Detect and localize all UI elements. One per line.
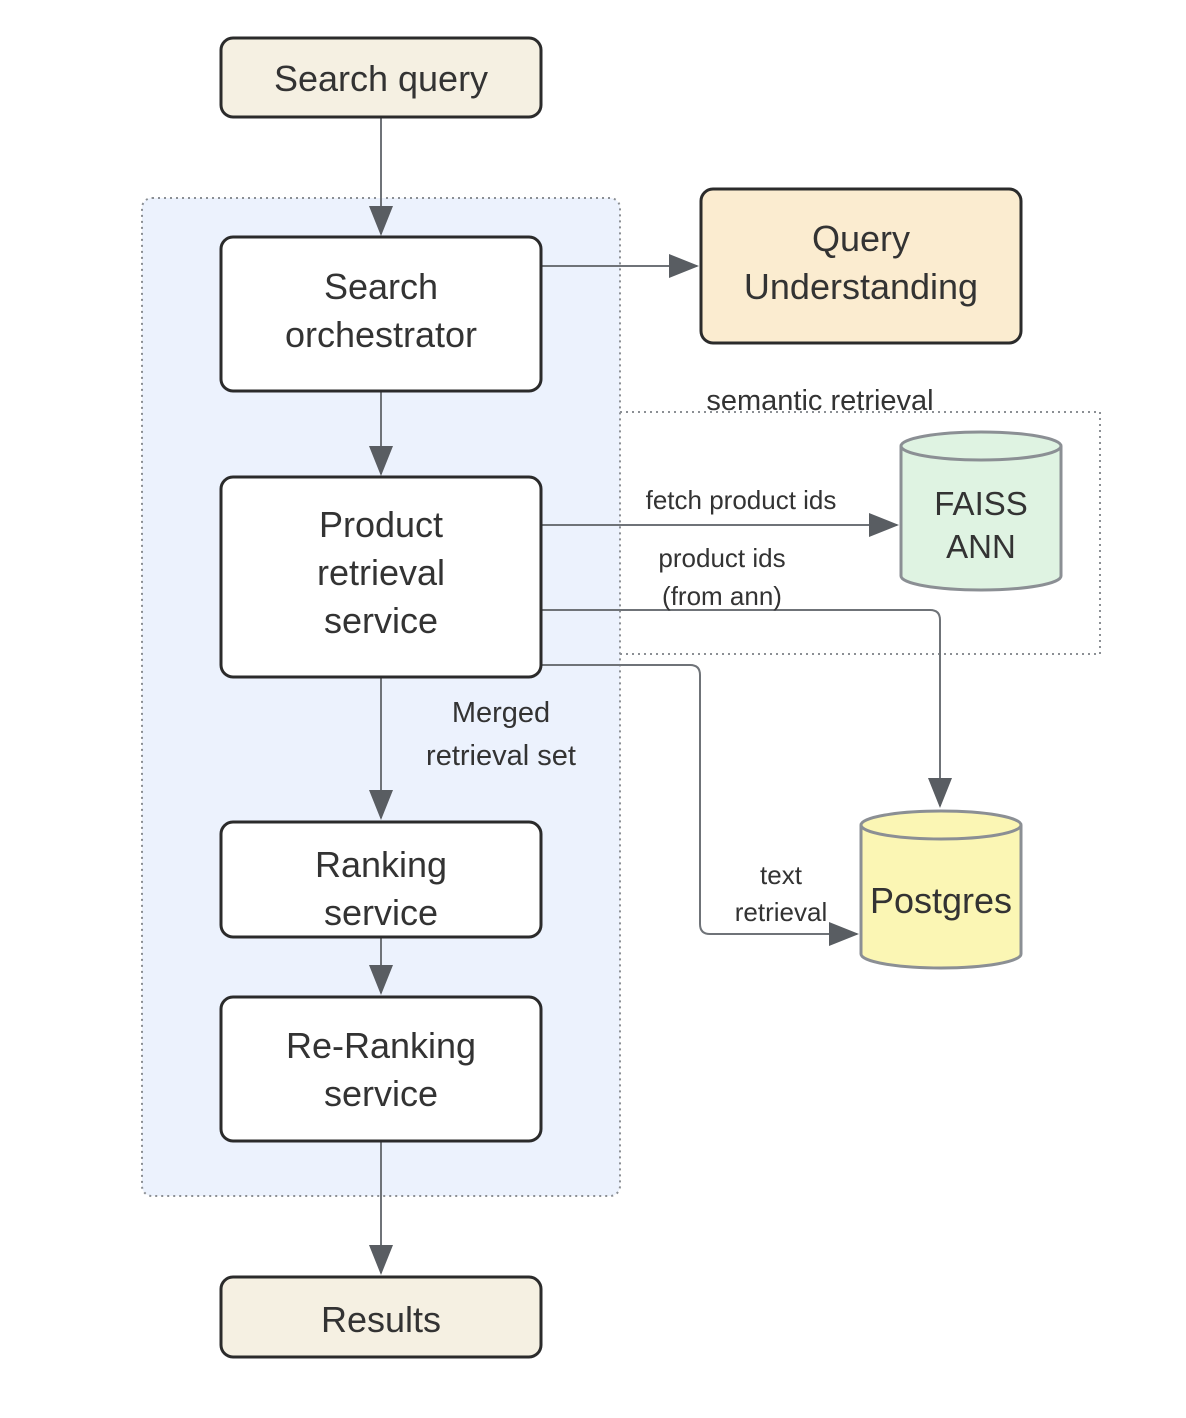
node-results: Results <box>219 1275 543 1359</box>
reranking-line2: service <box>324 1073 438 1114</box>
edge-product-retrieval-to-postgres-text <box>542 664 859 946</box>
edge-label-text-retrieval-line1: text <box>760 860 803 890</box>
edge-label-product-ids-line2: (from ann) <box>662 581 782 611</box>
edge-label-merged-line1: Merged <box>452 697 550 729</box>
edge-label-fetch-product-ids: fetch product ids <box>646 485 837 515</box>
node-faiss-ann: FAISS ANN <box>899 430 1063 592</box>
postgres-text: Postgres <box>870 880 1012 921</box>
product-retrieval-line2: retrieval <box>317 552 445 593</box>
ranking-line2: service <box>324 892 438 933</box>
node-postgres: Postgres <box>859 809 1023 970</box>
results-text: Results <box>321 1299 441 1340</box>
semantic-retrieval-label: semantic retrieval <box>706 385 933 417</box>
query-understanding-line1: Query <box>812 218 910 259</box>
edges <box>369 118 952 1275</box>
edge-label-product-ids-line1: product ids <box>658 543 785 573</box>
semantic-retrieval-group <box>620 411 1101 655</box>
node-product-retrieval-service: Product retrieval service <box>219 475 543 679</box>
node-reranking-service: Re-Ranking service <box>219 995 543 1143</box>
edge-product-retrieval-to-postgres-ann <box>542 609 952 808</box>
search-query-text: Search query <box>274 58 488 99</box>
ranking-line1: Ranking <box>315 844 447 885</box>
search-orchestrator-line1: Search <box>324 266 438 307</box>
edge-label-text-retrieval-line2: retrieval <box>735 897 827 927</box>
query-understanding-line2: Understanding <box>744 266 978 307</box>
faiss-line1: FAISS <box>934 485 1028 522</box>
product-retrieval-line3: service <box>324 600 438 641</box>
reranking-line1: Re-Ranking <box>286 1025 476 1066</box>
edge-label-merged-line2: retrieval set <box>426 740 576 772</box>
node-ranking-service: Ranking service <box>219 820 543 939</box>
node-query-understanding: Query Understanding <box>699 187 1023 345</box>
node-search-orchestrator: Search orchestrator <box>219 235 543 393</box>
product-retrieval-line1: Product <box>319 504 443 545</box>
faiss-line2: ANN <box>946 528 1016 565</box>
search-orchestrator-line2: orchestrator <box>285 314 477 355</box>
node-search-query: Search query <box>219 36 543 119</box>
